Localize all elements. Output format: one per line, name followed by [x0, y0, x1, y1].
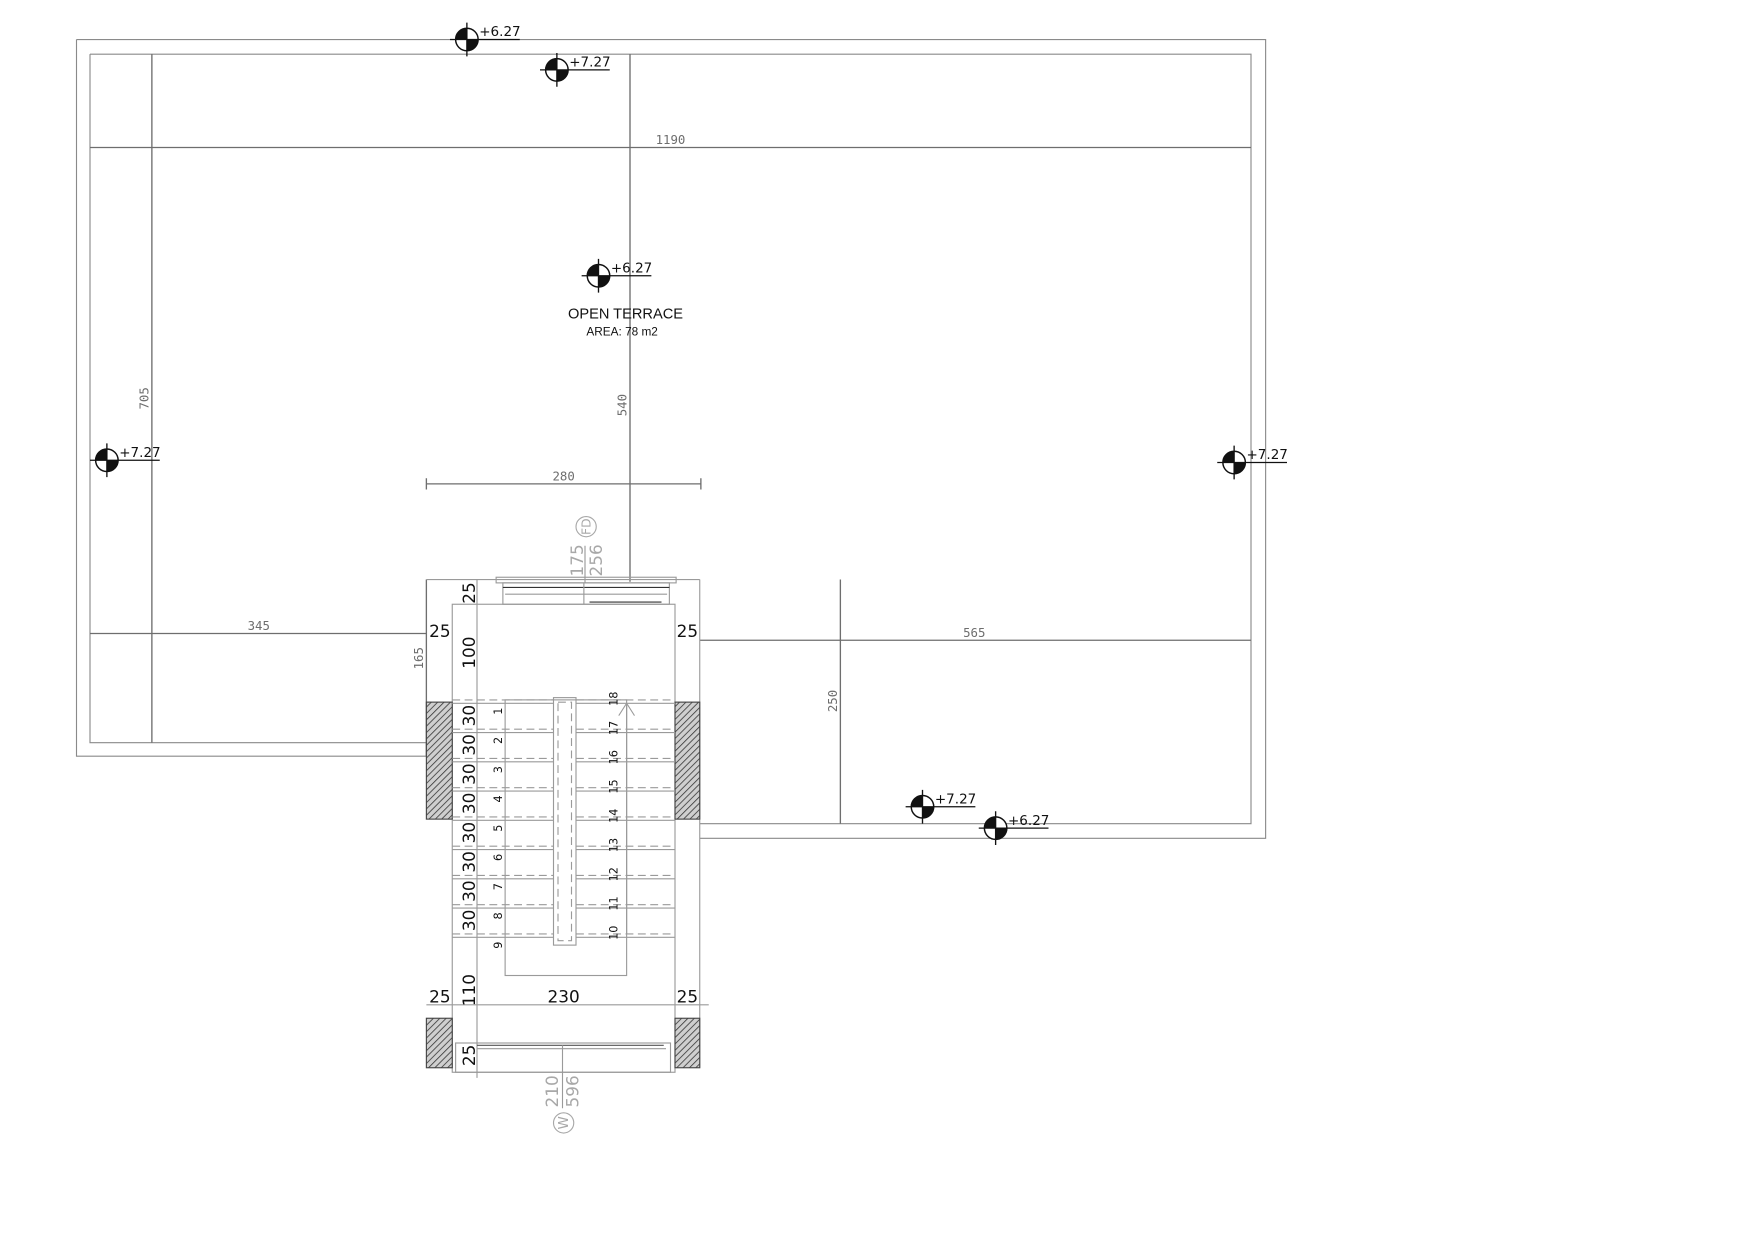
step-number: 13 — [608, 838, 621, 852]
step-number: 11 — [608, 896, 621, 910]
dim-inner-width: 230 — [548, 987, 580, 1007]
level-marker: +7.27 — [1217, 445, 1288, 480]
step-number: 12 — [608, 867, 621, 881]
dimension-label: 540 — [616, 394, 630, 416]
dimension-165: 165 — [412, 579, 428, 757]
wall-column-left-top — [425, 701, 453, 820]
wall-column-right-bottom — [674, 1017, 701, 1069]
dim-tread: 30 — [459, 734, 479, 755]
window-tag: 210 596 W — [542, 1075, 582, 1134]
dim-right-wall-bottom: 25 — [677, 987, 698, 1007]
dimension-label: 250 — [826, 690, 840, 712]
terrace-inner-wall — [89, 53, 1252, 825]
dimension-label: 565 — [963, 626, 985, 640]
door-height: 256 — [586, 544, 606, 576]
door-width: 175 — [567, 544, 587, 576]
dimension-label: 165 — [412, 647, 426, 669]
step-number: 9 — [492, 942, 505, 949]
level-label: +7.27 — [569, 55, 610, 71]
step-number: 14 — [608, 809, 621, 823]
level-marker: +6.27 — [450, 22, 521, 57]
dimension-345: 345 — [90, 619, 427, 635]
window-W[interactable] — [455, 1042, 672, 1109]
dimension-label: 345 — [248, 619, 270, 633]
dim-landing-top: 100 — [459, 637, 479, 669]
dim-tread: 30 — [459, 763, 479, 784]
room-name: OPEN TERRACE — [568, 307, 683, 323]
dim-right-wall: 25 — [677, 621, 698, 641]
level-marker: +7.27 — [905, 789, 976, 824]
dimension-label: 705 — [138, 387, 152, 409]
level-label: +6.27 — [611, 260, 652, 276]
dimension-250: 250 — [826, 579, 842, 824]
level-label: +7.27 — [1247, 447, 1288, 463]
dim-tread: 30 — [459, 705, 479, 726]
step-number: 6 — [492, 854, 505, 861]
step-number: 3 — [492, 766, 505, 773]
step-number: 15 — [608, 779, 621, 793]
stair-block: 1 18 2 17 3 16 4 15 5 14 6 13 7 12 8 11 9 10 — [425, 576, 709, 1109]
room-area: AREA: 78 m2 — [586, 324, 657, 338]
dimension-705: 705 — [138, 54, 153, 743]
dimension-540: 540 — [616, 54, 631, 582]
level-marker: +6.27 — [581, 258, 652, 293]
dim-tread: 30 — [459, 910, 479, 931]
step-number: 1 — [492, 708, 505, 715]
window-width: 210 — [542, 1075, 562, 1107]
level-label: +6.27 — [1008, 813, 1049, 829]
step-number: 17 — [608, 721, 621, 735]
door-tag: 175 256 FD — [567, 515, 606, 583]
window-tag-label: W — [556, 1116, 572, 1129]
dimension-1190: 1190 — [90, 133, 1251, 149]
dimension-label: 280 — [552, 470, 574, 484]
step-number: 16 — [608, 750, 621, 764]
step-number: 4 — [492, 795, 505, 802]
wall-column-right-top — [674, 701, 701, 820]
dim-tread: 30 — [459, 851, 479, 872]
dimension-label: 1190 — [656, 133, 686, 147]
level-label: +6.27 — [479, 24, 520, 40]
dimension-565: 565 — [699, 626, 1251, 641]
step-number: 8 — [492, 912, 505, 919]
level-marker: +7.27 — [540, 52, 611, 87]
level-label: +7.27 — [935, 791, 976, 807]
door-tag-label: FD — [580, 518, 594, 535]
window-height: 596 — [562, 1075, 582, 1107]
level-marker: +7.27 — [90, 443, 161, 478]
level-marker: +6.27 — [978, 811, 1049, 845]
step-number: 2 — [492, 737, 505, 744]
step-number: 10 — [608, 926, 621, 940]
terrace-outer-wall — [75, 38, 1267, 839]
step-number: 5 — [492, 825, 505, 832]
dimension-280: 280 — [425, 470, 702, 490]
step-number: 7 — [492, 883, 505, 890]
dim-tread: 30 — [459, 880, 479, 901]
step-number: 18 — [608, 692, 621, 706]
dim-bottom-wall: 25 — [459, 1045, 479, 1066]
dim-tread: 30 — [459, 793, 479, 814]
level-label: +7.27 — [119, 445, 160, 461]
dim-top-wall: 25 — [459, 582, 479, 603]
door-FD[interactable] — [495, 576, 677, 605]
dim-left-wall: 25 — [429, 621, 450, 641]
dim-tread: 30 — [459, 822, 479, 843]
dim-landing-bottom: 110 — [459, 974, 479, 1006]
dim-left-wall-bottom: 25 — [429, 987, 450, 1007]
wall-column-left-bottom — [425, 1017, 453, 1069]
